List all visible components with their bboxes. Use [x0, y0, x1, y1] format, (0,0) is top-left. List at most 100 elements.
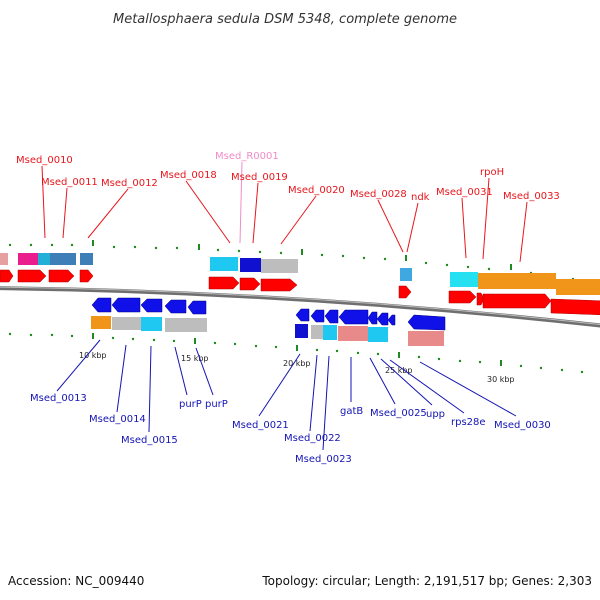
tick-minor: [362, 256, 366, 260]
tick-minor: [320, 253, 324, 257]
gene-arrow-forward: [0, 269, 14, 283]
tick-minor: [279, 251, 283, 255]
tick-minor: [175, 246, 179, 250]
gene-label[interactable]: rps28e: [451, 417, 486, 428]
gene-label[interactable]: Msed_0022: [284, 433, 341, 444]
tick-minor: [458, 359, 462, 363]
callout-line: [309, 354, 318, 432]
cog-band: [368, 327, 388, 342]
callout-line: [195, 347, 214, 396]
gene-label[interactable]: Msed_0033: [503, 191, 560, 202]
genome-backbone: [0, 286, 600, 328]
gene-label[interactable]: Msed_0023: [295, 454, 352, 465]
cog-band: [0, 253, 8, 265]
cog-band: [556, 279, 600, 295]
reverse-callouts: [56, 339, 517, 451]
gene-label[interactable]: purP: [179, 399, 202, 410]
callout-line: [369, 357, 396, 405]
tick-minor: [154, 246, 158, 250]
gene-arrow-forward: [79, 269, 94, 283]
tick-minor: [356, 351, 360, 355]
tick-minor: [383, 257, 387, 261]
cog-band: [80, 253, 93, 265]
callout-line: [322, 355, 330, 451]
gene-label[interactable]: Msed_0012: [101, 178, 158, 189]
callout-line: [252, 182, 259, 244]
reverse-genes: [91, 297, 446, 331]
gene-label[interactable]: Msed_0010: [16, 155, 73, 166]
gene-label[interactable]: Msed_0020: [288, 185, 345, 196]
tick-major: [510, 264, 512, 270]
tick-minor: [50, 333, 54, 337]
tick-minor: [341, 254, 345, 258]
gene-arrow-forward: [239, 277, 261, 291]
gene-label[interactable]: Msed_0018: [160, 170, 217, 181]
tick-major: [92, 240, 94, 246]
gene-label[interactable]: Msed_0031: [436, 187, 493, 198]
accession-text: Accession: NC_009440: [8, 574, 145, 588]
callout-line: [41, 165, 46, 239]
callout-line: [461, 197, 467, 259]
gene-label[interactable]: Msed_0019: [231, 172, 288, 183]
gene-label[interactable]: Msed_0025: [370, 408, 427, 419]
gene-arrow-reverse: [310, 309, 325, 323]
cog-band: [50, 253, 76, 265]
tick-minor: [487, 267, 491, 271]
gene-label[interactable]: purP: [205, 399, 228, 410]
topology-text: Topology: circular; Length: 2,191,517 bp…: [262, 574, 592, 588]
cog-band: [240, 258, 261, 272]
cog-band: [141, 317, 162, 331]
tick-major: [405, 255, 407, 261]
gene-label[interactable]: upp: [426, 409, 445, 420]
gene-arrow-reverse: [295, 308, 310, 322]
callout-line-rna: [239, 161, 243, 244]
tick-minor: [50, 243, 54, 247]
tick-minor: [519, 364, 523, 368]
gene-label[interactable]: Msed_0021: [232, 420, 289, 431]
tick-minor: [424, 261, 428, 265]
cog-band: [478, 273, 556, 289]
tick-minor: [274, 345, 278, 349]
gene-label[interactable]: Msed_0013: [30, 393, 87, 404]
gene-arrow-reverse: [376, 312, 389, 326]
cog-band: [450, 272, 478, 287]
tick-minor: [580, 370, 584, 374]
tick-minor: [29, 243, 33, 247]
callout-line: [482, 177, 490, 260]
gene-arrow-reverse: [387, 314, 396, 326]
map-title: Metallosphaera sedula DSM 5348, complete…: [113, 12, 457, 27]
gene-arrow-reverse: [140, 298, 163, 313]
gene-label[interactable]: gatB: [340, 406, 363, 417]
tick-minor: [111, 336, 115, 340]
scale-labels: 10 kbp 15 kbp 20 kbp 25 kbp 30 kbp: [79, 351, 515, 384]
callout-line: [62, 187, 68, 239]
gene-arrow-forward: [482, 293, 552, 309]
gene-arrow-forward: [260, 278, 298, 292]
cog-band: [338, 326, 368, 341]
scale-label: 15 kbp: [181, 354, 209, 363]
gene-label-rna[interactable]: Msed_R0001: [215, 151, 279, 162]
tick-minor: [29, 333, 33, 337]
gene-label[interactable]: Msed_0014: [89, 414, 146, 425]
tick-major: [92, 333, 94, 339]
gene-label[interactable]: Msed_0015: [121, 435, 178, 446]
gene-arrow-reverse: [324, 309, 339, 324]
gene-label[interactable]: Msed_0011: [41, 177, 98, 188]
gene-label[interactable]: Msed_0030: [494, 420, 551, 431]
gene-label[interactable]: ndk: [411, 192, 430, 203]
cog-band: [38, 253, 50, 265]
reverse-cog-bands: [91, 316, 444, 346]
cog-band: [400, 268, 412, 281]
tick-minor: [133, 245, 137, 249]
tick-minor: [70, 243, 74, 247]
scale-ticks-inner: [8, 332, 584, 374]
gene-arrow-reverse: [187, 300, 207, 315]
gene-arrow-forward: [48, 269, 75, 283]
genome-backbone-highlight: [0, 286, 600, 325]
cog-band: [323, 325, 337, 340]
gene-label[interactable]: Msed_0028: [350, 189, 407, 200]
tick-major: [296, 345, 298, 351]
gene-label[interactable]: rpoH: [480, 167, 504, 178]
tick-minor: [131, 337, 135, 341]
callout-line: [389, 359, 465, 414]
